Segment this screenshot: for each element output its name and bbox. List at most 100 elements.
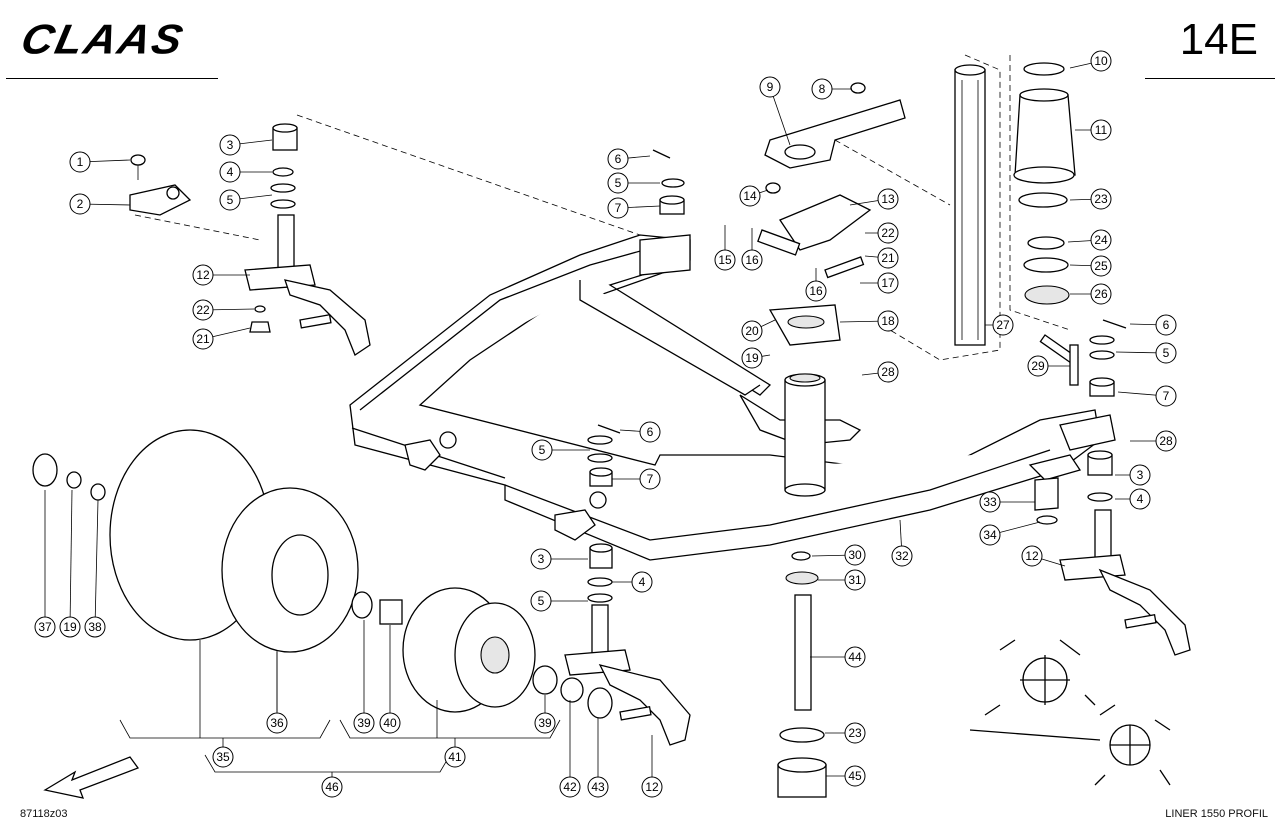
callout-number: 12 [1025, 549, 1039, 563]
callout-23: 23 [825, 722, 866, 744]
callout-number: 3 [538, 552, 545, 566]
callout-ring [891, 545, 913, 567]
callout-number: 43 [591, 780, 605, 794]
callout-ring [641, 776, 663, 798]
callout-28: 28 [861, 361, 899, 383]
callout-29: 29 [1027, 355, 1070, 377]
callout-number: 4 [639, 575, 646, 589]
callout-number: 21 [196, 332, 210, 346]
callout-number: 10 [1094, 54, 1108, 68]
callout-number: 45 [848, 769, 862, 783]
callout-10: 10 [1069, 50, 1112, 72]
callout-ring [1090, 188, 1112, 210]
callout-number: 8 [819, 82, 826, 96]
callout-number: 28 [881, 365, 895, 379]
callout-number: 38 [88, 620, 102, 634]
callout-ring [531, 439, 553, 461]
callout-number: 22 [881, 226, 895, 240]
callout-ring [607, 172, 629, 194]
callout-46: 46 [321, 772, 343, 798]
callout-22: 22 [192, 299, 255, 321]
callout-number: 14 [743, 189, 757, 203]
callout-ring [844, 544, 866, 566]
callout-ring [739, 185, 761, 207]
callout-ring [379, 712, 401, 734]
callout-number: 5 [538, 594, 545, 608]
callout-8: 8 [811, 78, 852, 100]
callout-number: 16 [809, 284, 823, 298]
callout-ring [219, 134, 241, 156]
callout-number: 30 [848, 548, 862, 562]
model-name: LINER 1550 PROFIL [1165, 808, 1268, 820]
callout-number: 4 [227, 165, 234, 179]
callout-number: 23 [848, 726, 862, 740]
callout-number: 7 [615, 201, 622, 215]
callout-16: 16 [805, 268, 827, 302]
callout-7: 7 [607, 197, 661, 219]
castor-arm-center [564, 604, 691, 746]
callout-number: 11 [1095, 123, 1108, 137]
callout-number: 1 [77, 155, 84, 169]
callout-34: 34 [979, 521, 1041, 546]
wheel-bearings [32, 453, 613, 719]
callout-41: 41 [444, 738, 466, 768]
callout-ring [607, 197, 629, 219]
callout-ring [353, 712, 375, 734]
callout-ring [534, 712, 556, 734]
callout-number: 5 [1163, 346, 1170, 360]
callout-number: 39 [538, 716, 552, 730]
callout-ring [530, 590, 552, 612]
callout-ring [444, 746, 466, 768]
callout-number: 12 [645, 780, 659, 794]
clip-bracket [757, 182, 872, 346]
callout-12: 12 [192, 264, 250, 286]
callout-number: 13 [881, 192, 895, 206]
tyre [109, 429, 359, 653]
bushings-upper-center [652, 149, 685, 215]
callout-ring [844, 646, 866, 668]
callout-number: 19 [745, 351, 759, 365]
callout-43: 43 [587, 718, 609, 798]
rim [402, 587, 536, 713]
callout-39: 39 [534, 695, 556, 734]
callout-ring [266, 712, 288, 734]
callout-28: 28 [1130, 430, 1177, 452]
callout-4: 4 [219, 161, 272, 183]
callout-number: 27 [996, 318, 1010, 332]
callout-ring [877, 222, 899, 244]
callout-4: 4 [612, 571, 653, 593]
callout-number: 46 [325, 780, 339, 794]
callout-ring [1155, 430, 1177, 452]
drive-shaft [954, 64, 986, 346]
callout-number: 7 [1163, 389, 1170, 403]
callout-number: 22 [196, 303, 210, 317]
callout-number: 20 [745, 324, 759, 338]
callout-ring [34, 616, 56, 638]
callout-30: 30 [811, 544, 866, 566]
castor-arm-left [244, 214, 371, 356]
callout-36: 36 [266, 652, 288, 734]
callout-12: 12 [1021, 545, 1066, 567]
callout-15: 15 [714, 225, 736, 271]
callout-23: 23 [1069, 188, 1112, 210]
callout-17: 17 [860, 272, 899, 294]
callout-ring [192, 264, 214, 286]
callout-ring [714, 249, 736, 271]
tool-lever [764, 82, 906, 169]
callout-ring [877, 361, 899, 383]
callout-ring [587, 776, 609, 798]
callout-ring [877, 310, 899, 332]
callout-number: 16 [745, 253, 759, 267]
callout-ring [741, 347, 763, 369]
callout-ring [1155, 385, 1177, 407]
callout-ring [84, 616, 106, 638]
callout-number: 33 [983, 495, 997, 509]
callout-33: 33 [979, 491, 1035, 513]
callout-number: 23 [1094, 192, 1108, 206]
callout-ring [219, 189, 241, 211]
callout-5: 5 [219, 189, 273, 211]
callout-number: 42 [563, 780, 577, 794]
callout-ring [979, 491, 1001, 513]
